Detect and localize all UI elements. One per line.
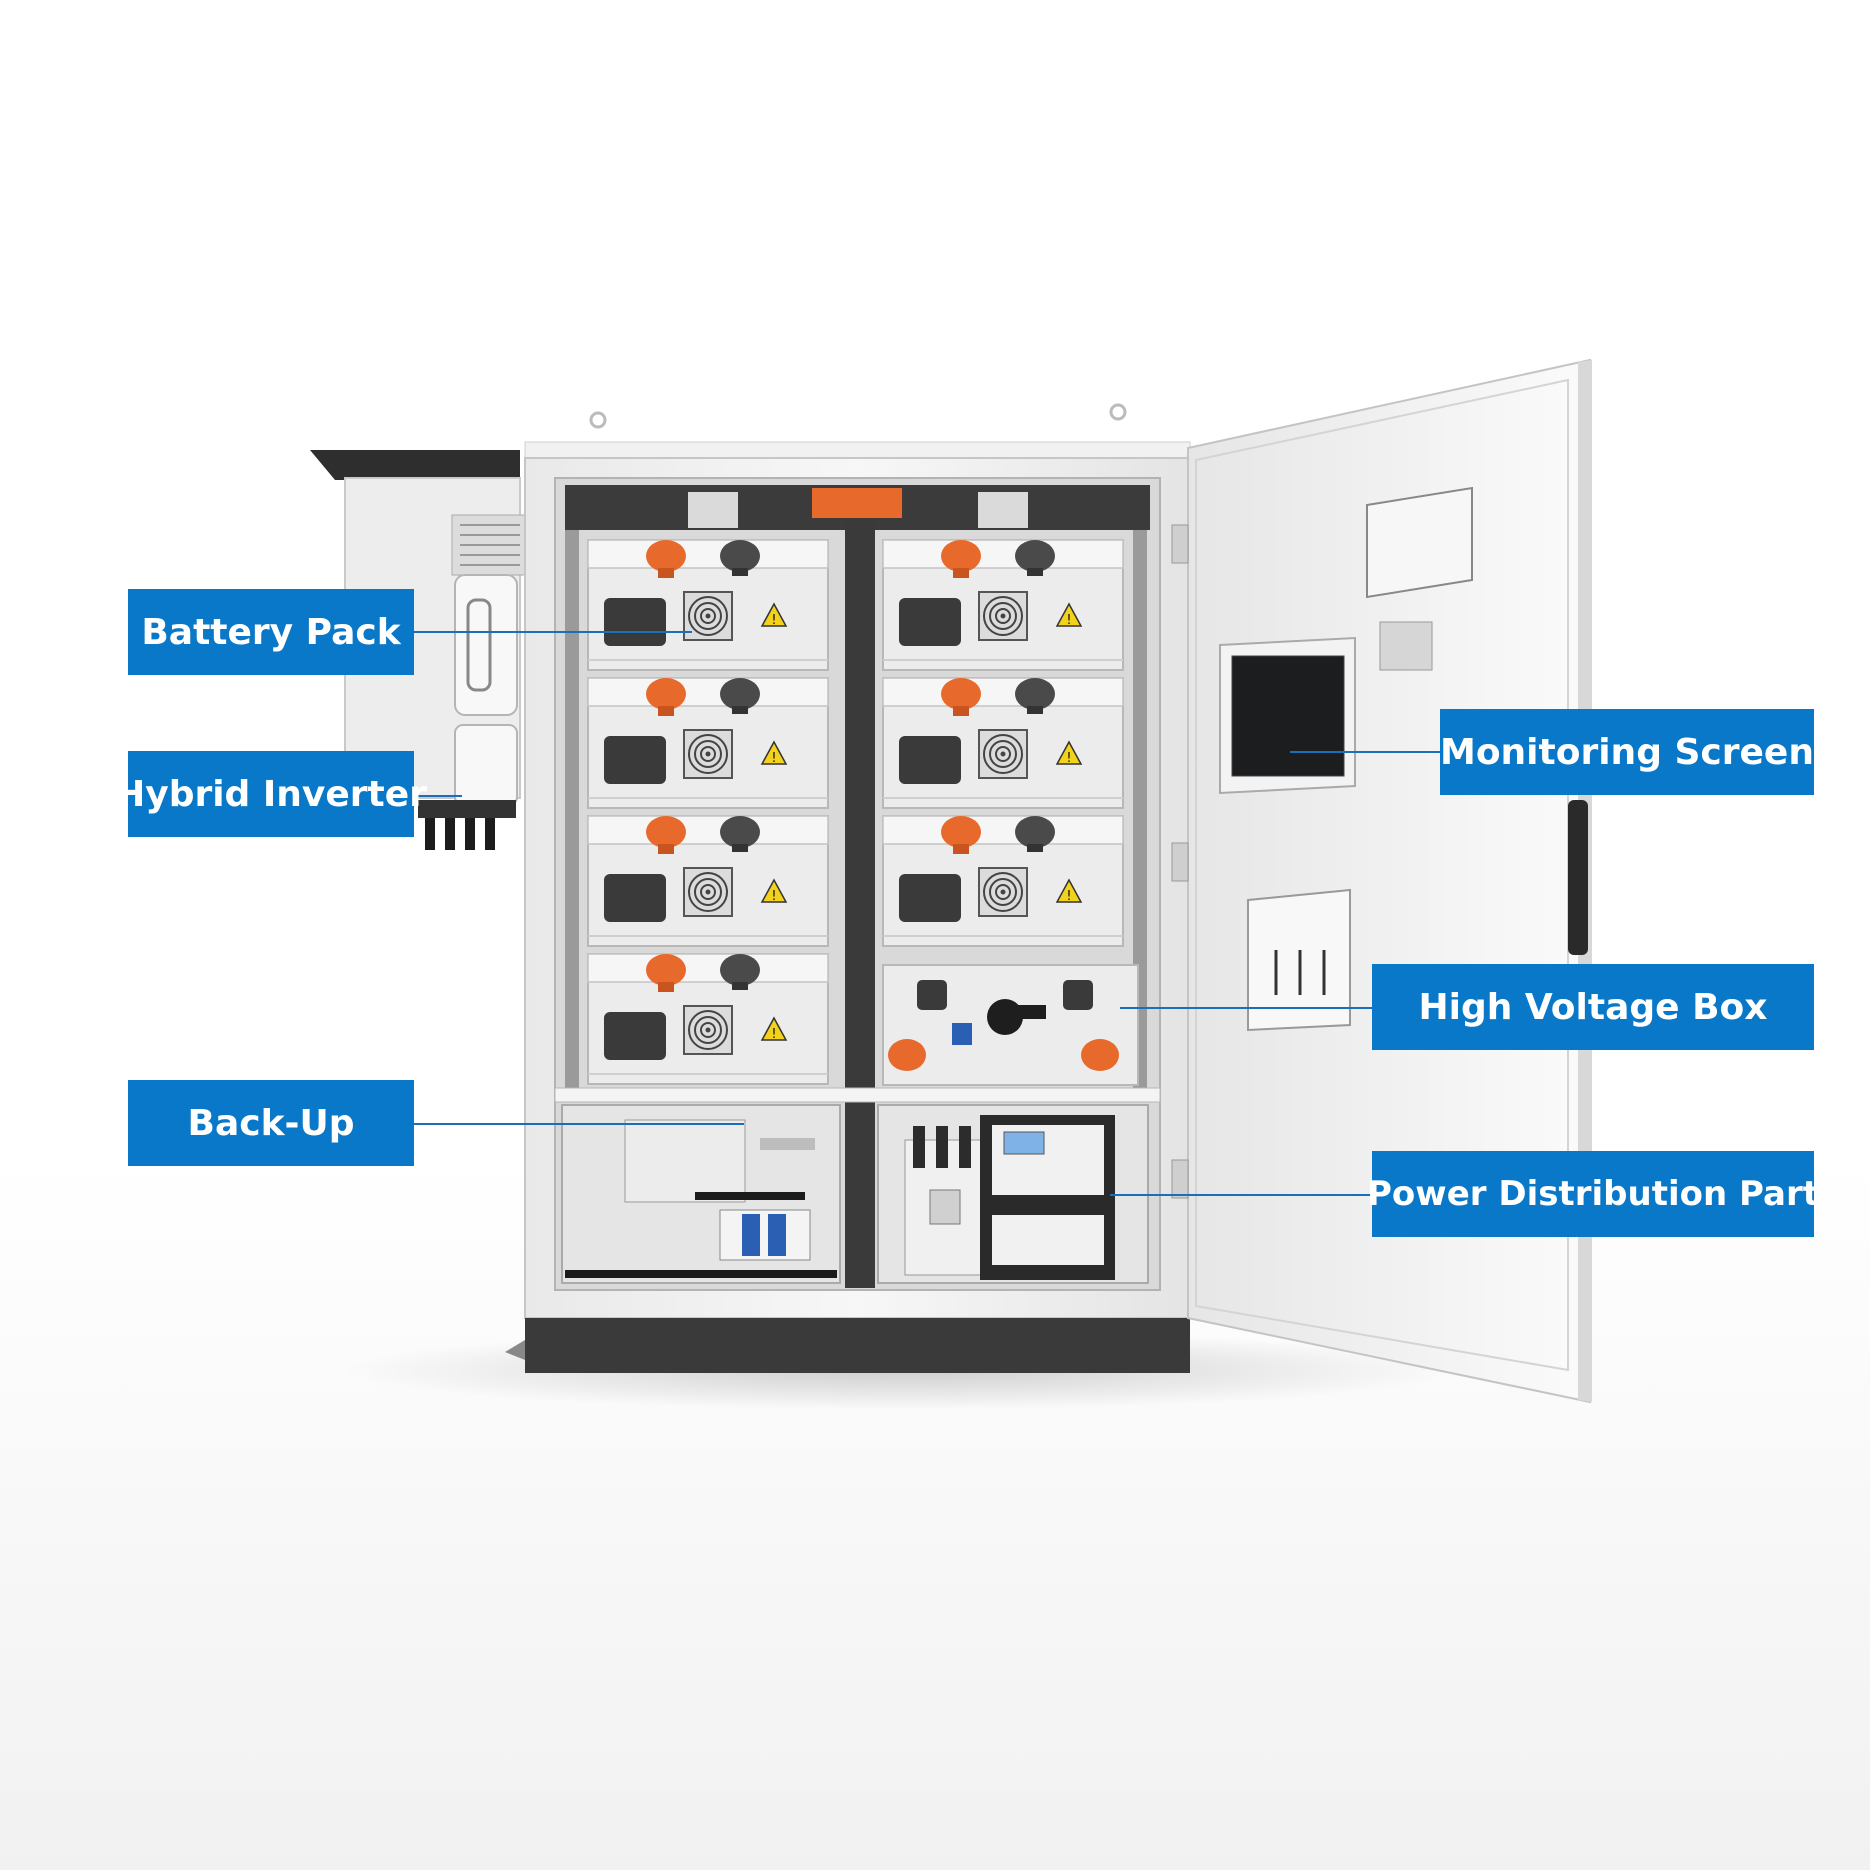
leader-lines: [414, 631, 1440, 1196]
callout-label: Monitoring Screen: [1440, 731, 1814, 773]
battery-module-icon: [882, 677, 1124, 809]
high-voltage-box-unit: [882, 964, 1139, 1086]
callout-monitoring-screen: Monitoring Screen: [1440, 709, 1814, 795]
callout-label: High Voltage Box: [1418, 986, 1768, 1028]
battery-module-icon: [587, 953, 829, 1085]
power-distribution-compartment: [877, 1104, 1149, 1284]
battery-module-icon: [587, 815, 829, 947]
callout-back-up: Back-Up: [128, 1080, 414, 1166]
callout-label: Hybrid Inverter: [115, 773, 427, 815]
battery-module-icon: [882, 815, 1124, 947]
callout-label: Back-Up: [187, 1102, 355, 1144]
battery-module-icon: [587, 677, 829, 809]
battery-module-icon: [587, 539, 829, 671]
battery-module-icon: [882, 539, 1124, 671]
callout-power-distribution-part: Power Distribution Part: [1367, 1151, 1819, 1237]
callout-high-voltage-box: High Voltage Box: [1372, 964, 1814, 1050]
callout-label: Power Distribution Part: [1367, 1174, 1819, 1214]
callout-battery-pack: Battery Pack: [128, 589, 414, 675]
monitoring-screen-icon: [1231, 655, 1345, 777]
callout-label: Battery Pack: [141, 611, 401, 653]
callout-hybrid-inverter: Hybrid Inverter: [115, 751, 427, 837]
cabinet-door: [1171, 358, 1592, 1404]
back-up-compartment: [561, 1104, 841, 1284]
hybrid-inverter-unit: [310, 450, 528, 850]
